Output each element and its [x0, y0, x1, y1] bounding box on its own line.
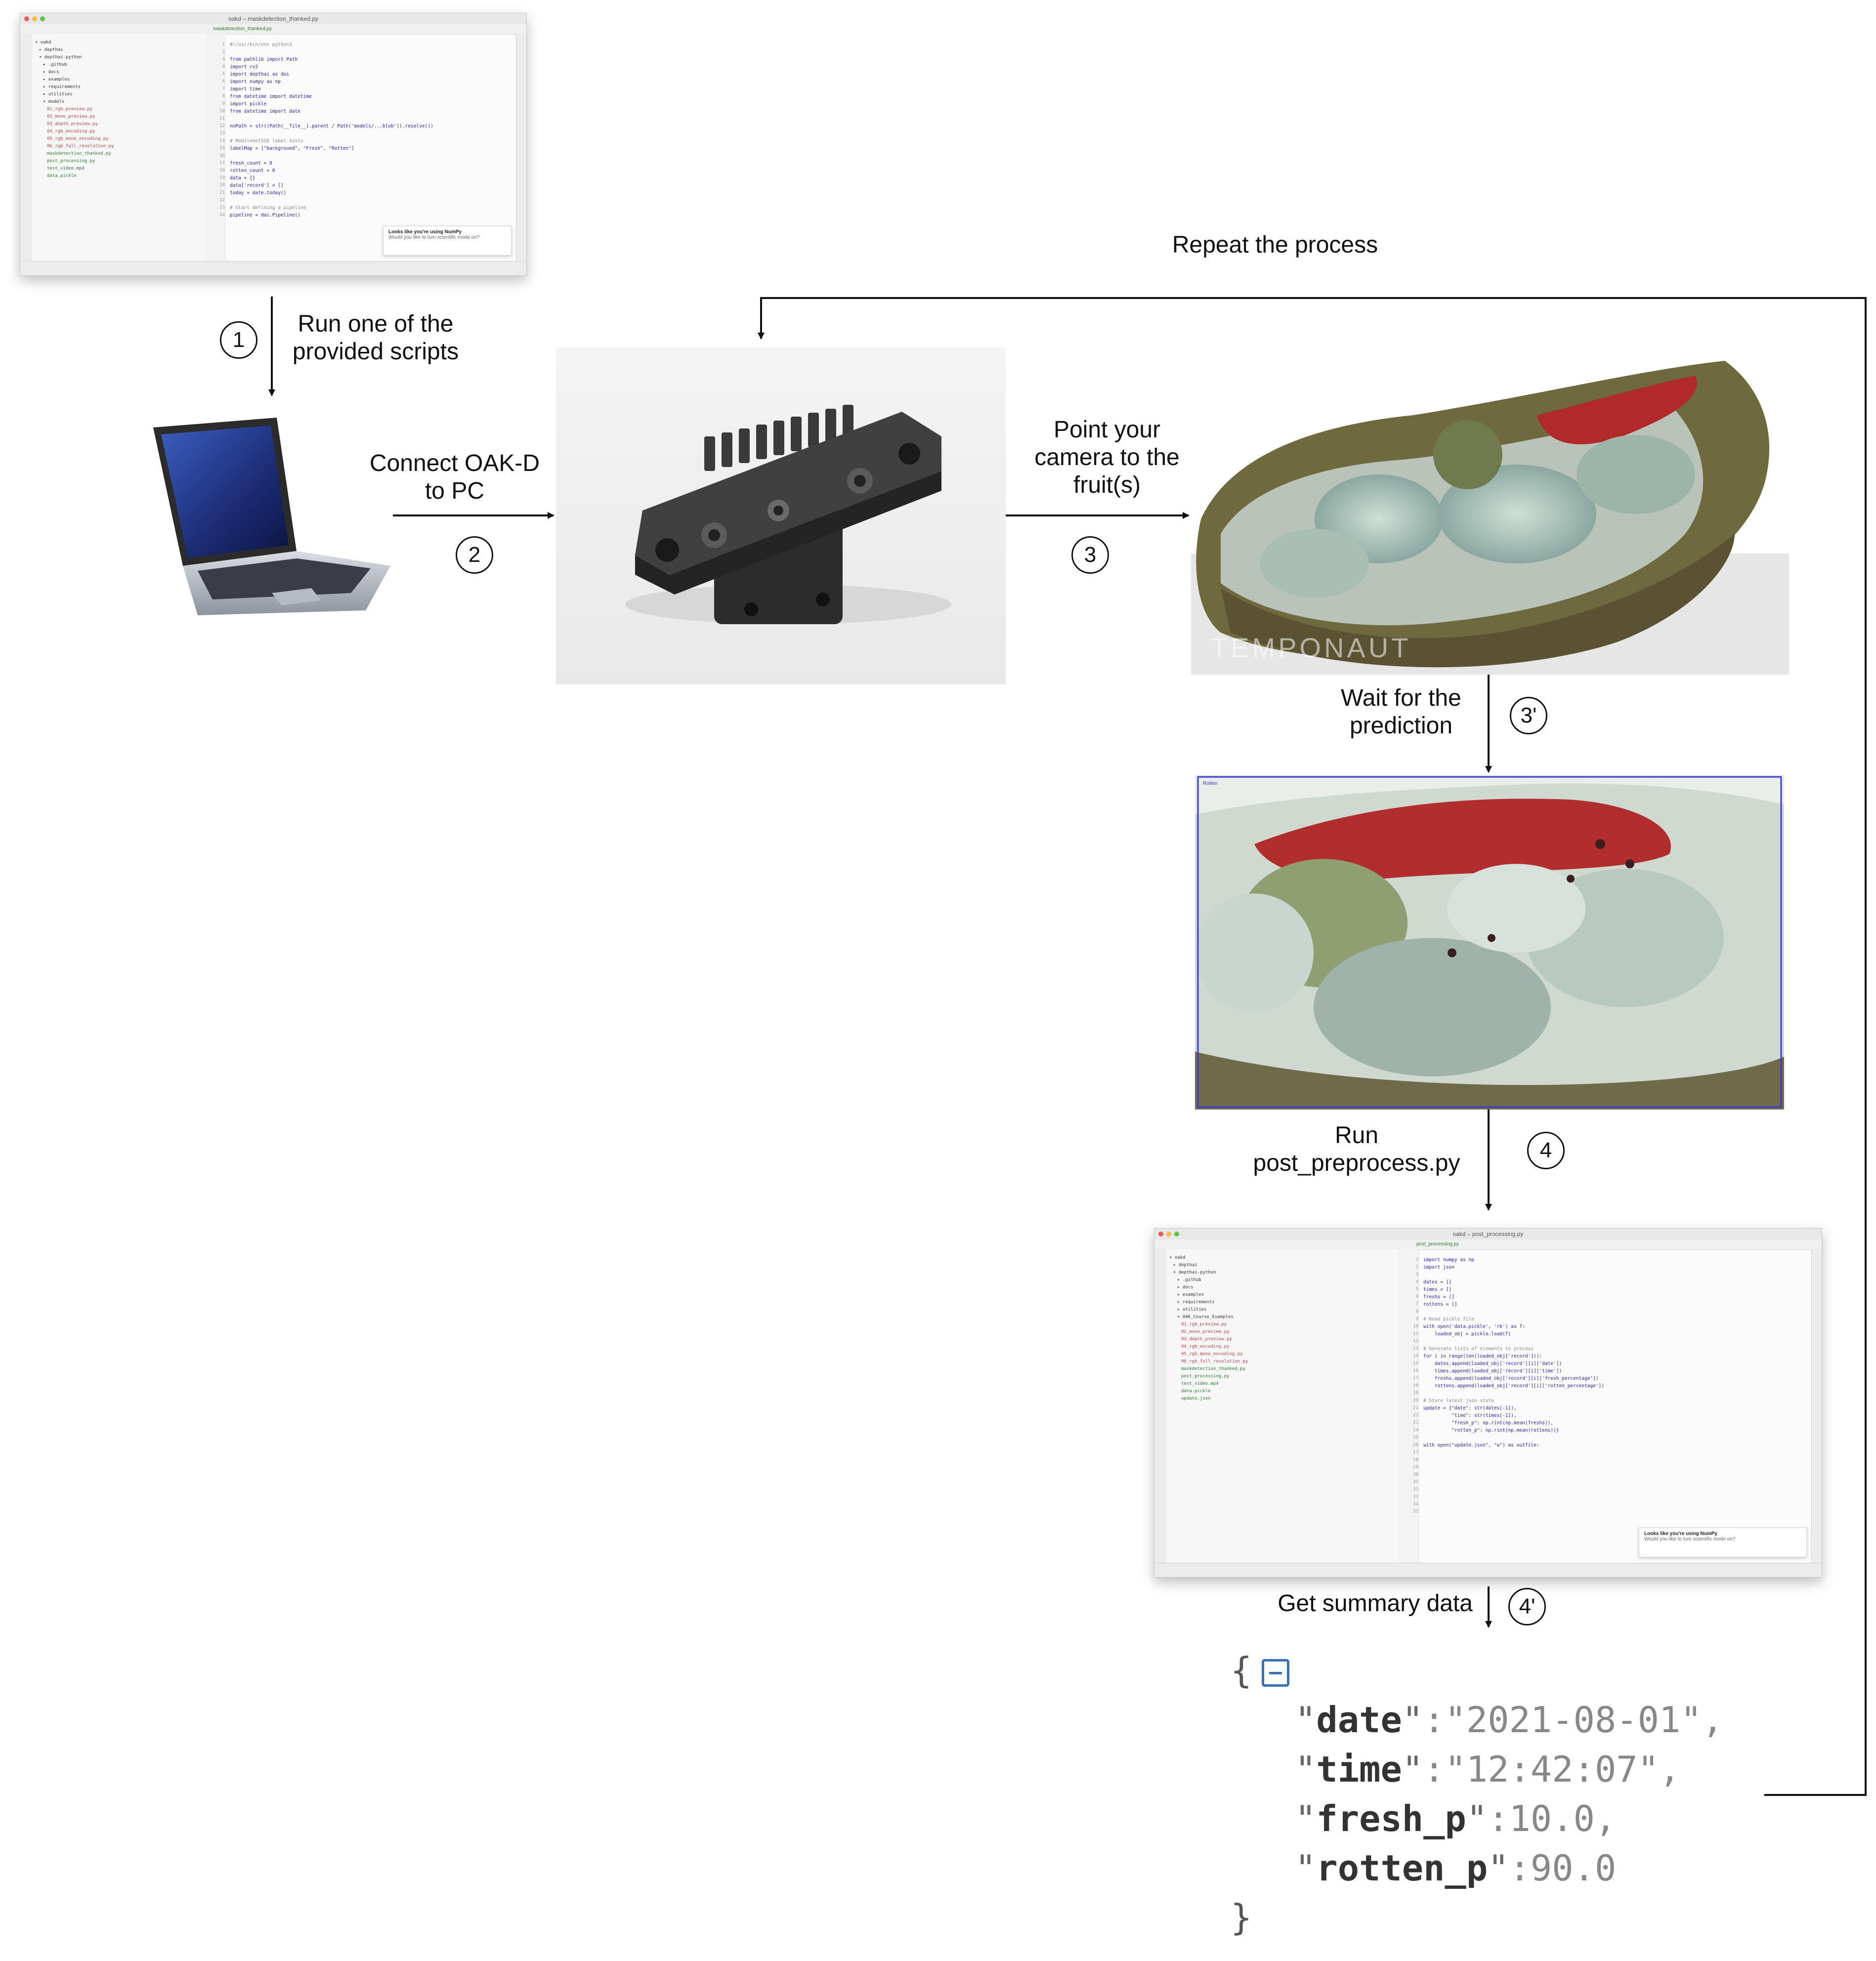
numpy-notice-popup[interactable]: Looks like you're using NumPy Would you …: [1639, 1528, 1807, 1557]
wait-line1: Wait for the: [1341, 685, 1461, 711]
minimize-dot-icon[interactable]: [1166, 1232, 1171, 1236]
rotten-fruit-illustration: TEMPONAUT: [1191, 361, 1789, 675]
json-rotten-value: 90.0: [1530, 1847, 1617, 1889]
step-2-badge: 2: [456, 536, 493, 574]
ide-titlebar: oakd – post_processing.py: [1154, 1229, 1822, 1240]
json-rotten-key: rotten_p: [1316, 1847, 1488, 1889]
notice-body: Would you like to turn scientific mode o…: [1644, 1536, 1736, 1542]
laptop-illustration: [153, 418, 390, 615]
ide-left-toolstrip[interactable]: [1154, 1249, 1167, 1563]
run-scripts-line2: provided scripts: [292, 339, 459, 365]
point-line1: Point your: [1053, 417, 1161, 443]
json-fresh-value: 10.0: [1509, 1798, 1595, 1839]
json-fresh-row: "fresh_p":10.0,: [1295, 1798, 1617, 1839]
json-open-row: {: [1231, 1646, 1723, 1695]
json-close-row: }: [1231, 1893, 1723, 1942]
ide-status-bar: [1154, 1563, 1822, 1577]
point-line2: camera to the: [1034, 444, 1180, 470]
minimize-dot-icon[interactable]: [32, 16, 37, 21]
json-date-key: date: [1316, 1699, 1402, 1741]
json-open-brace: {: [1231, 1650, 1252, 1691]
maximize-dot-icon[interactable]: [1174, 1232, 1179, 1236]
json-rotten-row: "rotten_p":90.0: [1295, 1847, 1617, 1889]
json-date-value: 2021-08-01: [1466, 1699, 1681, 1741]
step-4-badge: 4: [1527, 1132, 1565, 1169]
ide-right-toolstrip[interactable]: [516, 34, 526, 261]
ide-left-toolstrip[interactable]: [20, 34, 33, 261]
notice-title: Looks like you're using NumPy: [388, 229, 462, 235]
point-line3: fruit(s): [1073, 472, 1141, 498]
summary-label: Get summary data: [1278, 1590, 1473, 1617]
oak-d-camera-illustration: [625, 405, 951, 624]
close-dot-icon[interactable]: [24, 16, 29, 21]
json-date-row: "date":"2021-08-01",: [1295, 1699, 1724, 1741]
summary-json: { "date":"2021-08-01", "time":"12:42:07"…: [1231, 1646, 1723, 1942]
connect-line2: to PC: [425, 478, 485, 504]
numpy-notice-popup[interactable]: Looks like you're using NumPy Would you …: [383, 226, 512, 256]
wait-prediction-label: Wait for the prediction: [1312, 684, 1490, 740]
ide-active-tab[interactable]: post_processing.py: [1416, 1241, 1459, 1247]
prediction-frame: Rotten: [1195, 775, 1784, 1109]
close-dot-icon[interactable]: [1158, 1232, 1163, 1236]
prediction-label-text: Rotten: [1203, 781, 1217, 786]
step-4-prime-badge: 4': [1508, 1588, 1546, 1625]
ide-screenshot-bottom: oakd – post_processing.py post_processin…: [1154, 1228, 1822, 1577]
ide-status-bar: [20, 261, 526, 275]
run-post-line2: post_preprocess.py: [1253, 1150, 1460, 1176]
ide-screenshot-top: oakd – maskdetection_thanked.py maskdete…: [20, 13, 527, 276]
step-1-badge: 1: [220, 321, 257, 359]
notice-title: Looks like you're using NumPy: [1644, 1531, 1717, 1536]
prediction-frame-illustration: Rotten: [1195, 775, 1784, 1109]
json-fresh-key: fresh_p: [1316, 1798, 1466, 1839]
ide-right-toolstrip[interactable]: [1811, 1249, 1822, 1563]
run-scripts-line1: Run one of the: [298, 311, 454, 337]
notice-body: Would you like to turn scientific mode o…: [388, 235, 480, 240]
repeat-loop-line: [758, 297, 1867, 1796]
step-3-prime-badge: 3': [1510, 697, 1547, 734]
json-close-brace: }: [1231, 1897, 1252, 1938]
json-time-key: time: [1316, 1748, 1402, 1790]
ide-project-tree[interactable]: ▾ oakd ▸ depthai ▾ depthai-python ▸ .git…: [32, 34, 206, 261]
run-post-line1: Run: [1334, 1122, 1379, 1149]
point-camera-label: Point your camera to the fruit(s): [1018, 416, 1196, 499]
step-3-badge: 3: [1071, 536, 1109, 574]
watermark-text: TEMPONAUT: [1211, 632, 1411, 663]
repeat-process-label: Repeat the process: [1172, 232, 1378, 258]
ide-code-editor[interactable]: #!/usr/bin/env python3 from pathlib impo…: [230, 42, 433, 218]
collapse-icon[interactable]: [1262, 1659, 1290, 1687]
run-post-label: Run post_preprocess.py: [1248, 1122, 1465, 1177]
connect-line1: Connect OAK-D: [369, 450, 540, 476]
oak-d-camera-photo: [556, 347, 1006, 684]
ide-project-tree[interactable]: ▾ oakd ▸ depthai ▾ depthai-python ▸ .git…: [1166, 1249, 1399, 1563]
wait-line2: prediction: [1349, 713, 1453, 739]
ide-active-tab[interactable]: maskdetection_thanked.py: [213, 26, 272, 32]
rotten-fruit-photo: TEMPONAUT: [1191, 356, 1789, 675]
ide-toolbar: maskdetection_thanked.py: [20, 24, 526, 35]
run-scripts-label: Run one of the provided scripts: [287, 310, 465, 366]
ide-titlebar: oakd – maskdetection_thanked.py: [20, 13, 526, 25]
maximize-dot-icon[interactable]: [40, 16, 45, 21]
ide-toolbar: post_processing.py: [1154, 1239, 1822, 1250]
connect-label: Connect OAK-D to PC: [366, 450, 544, 505]
json-time-value: 12:42:07: [1466, 1748, 1638, 1790]
ide-code-editor[interactable]: import numpy as np import json dates = […: [1423, 1257, 1605, 1448]
json-time-row: "time":"12:42:07",: [1295, 1748, 1681, 1790]
